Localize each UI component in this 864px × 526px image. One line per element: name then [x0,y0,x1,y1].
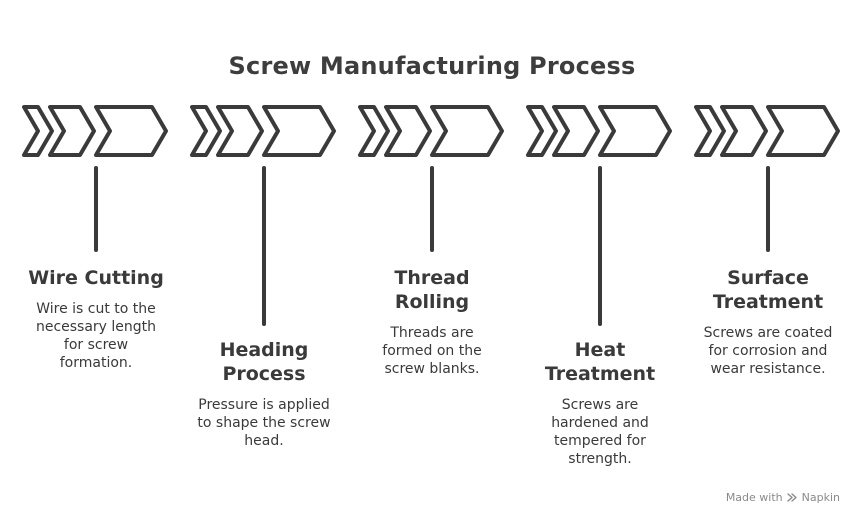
step-description: Wire is cut to the necessary length for … [35,301,157,371]
chevron-arrows-icon [356,102,506,160]
step-title: Surface Treatment [712,267,824,313]
step-description: Screws are hardened and tempered for str… [551,397,649,467]
step-heading-process: Heading Process Pressure is applied to s… [174,338,354,450]
step-title: Heading Process [219,339,309,385]
step-description: Screws are coated for corrosion and wear… [703,325,833,377]
made-with-napkin-footer: Made with Napkin [726,491,840,504]
step-surface-treatment: Surface Treatment Screws are coated for … [678,266,858,378]
made-with-label: Made with [725,491,783,504]
connector-line [262,166,266,326]
napkin-logo-icon [786,493,797,502]
step-title: Thread Rolling [394,267,470,313]
napkin-brand-label: Napkin [801,491,840,504]
chevron-arrows-icon [524,102,674,160]
connector-line [430,166,434,252]
step-description: Pressure is applied to shape the screw h… [197,397,331,449]
diagram-title: Screw Manufacturing Process [228,52,636,80]
chevron-arrows-icon [20,102,170,160]
step-heat-treatment: Heat Treatment Screws are hardened and t… [510,338,690,468]
step-wire-cutting: Wire Cutting Wire is cut to the necessar… [6,266,186,372]
connector-line [598,166,602,326]
chevron-arrows-icon [692,102,842,160]
step-description: Threads are formed on the screw blanks. [382,325,482,377]
step-thread-rolling: Thread Rolling Threads are formed on the… [342,266,522,378]
chevron-arrows-icon [188,102,338,160]
step-title: Wire Cutting [28,267,164,289]
step-title: Heat Treatment [544,339,656,385]
connector-line [766,166,770,252]
connector-line [94,166,98,252]
